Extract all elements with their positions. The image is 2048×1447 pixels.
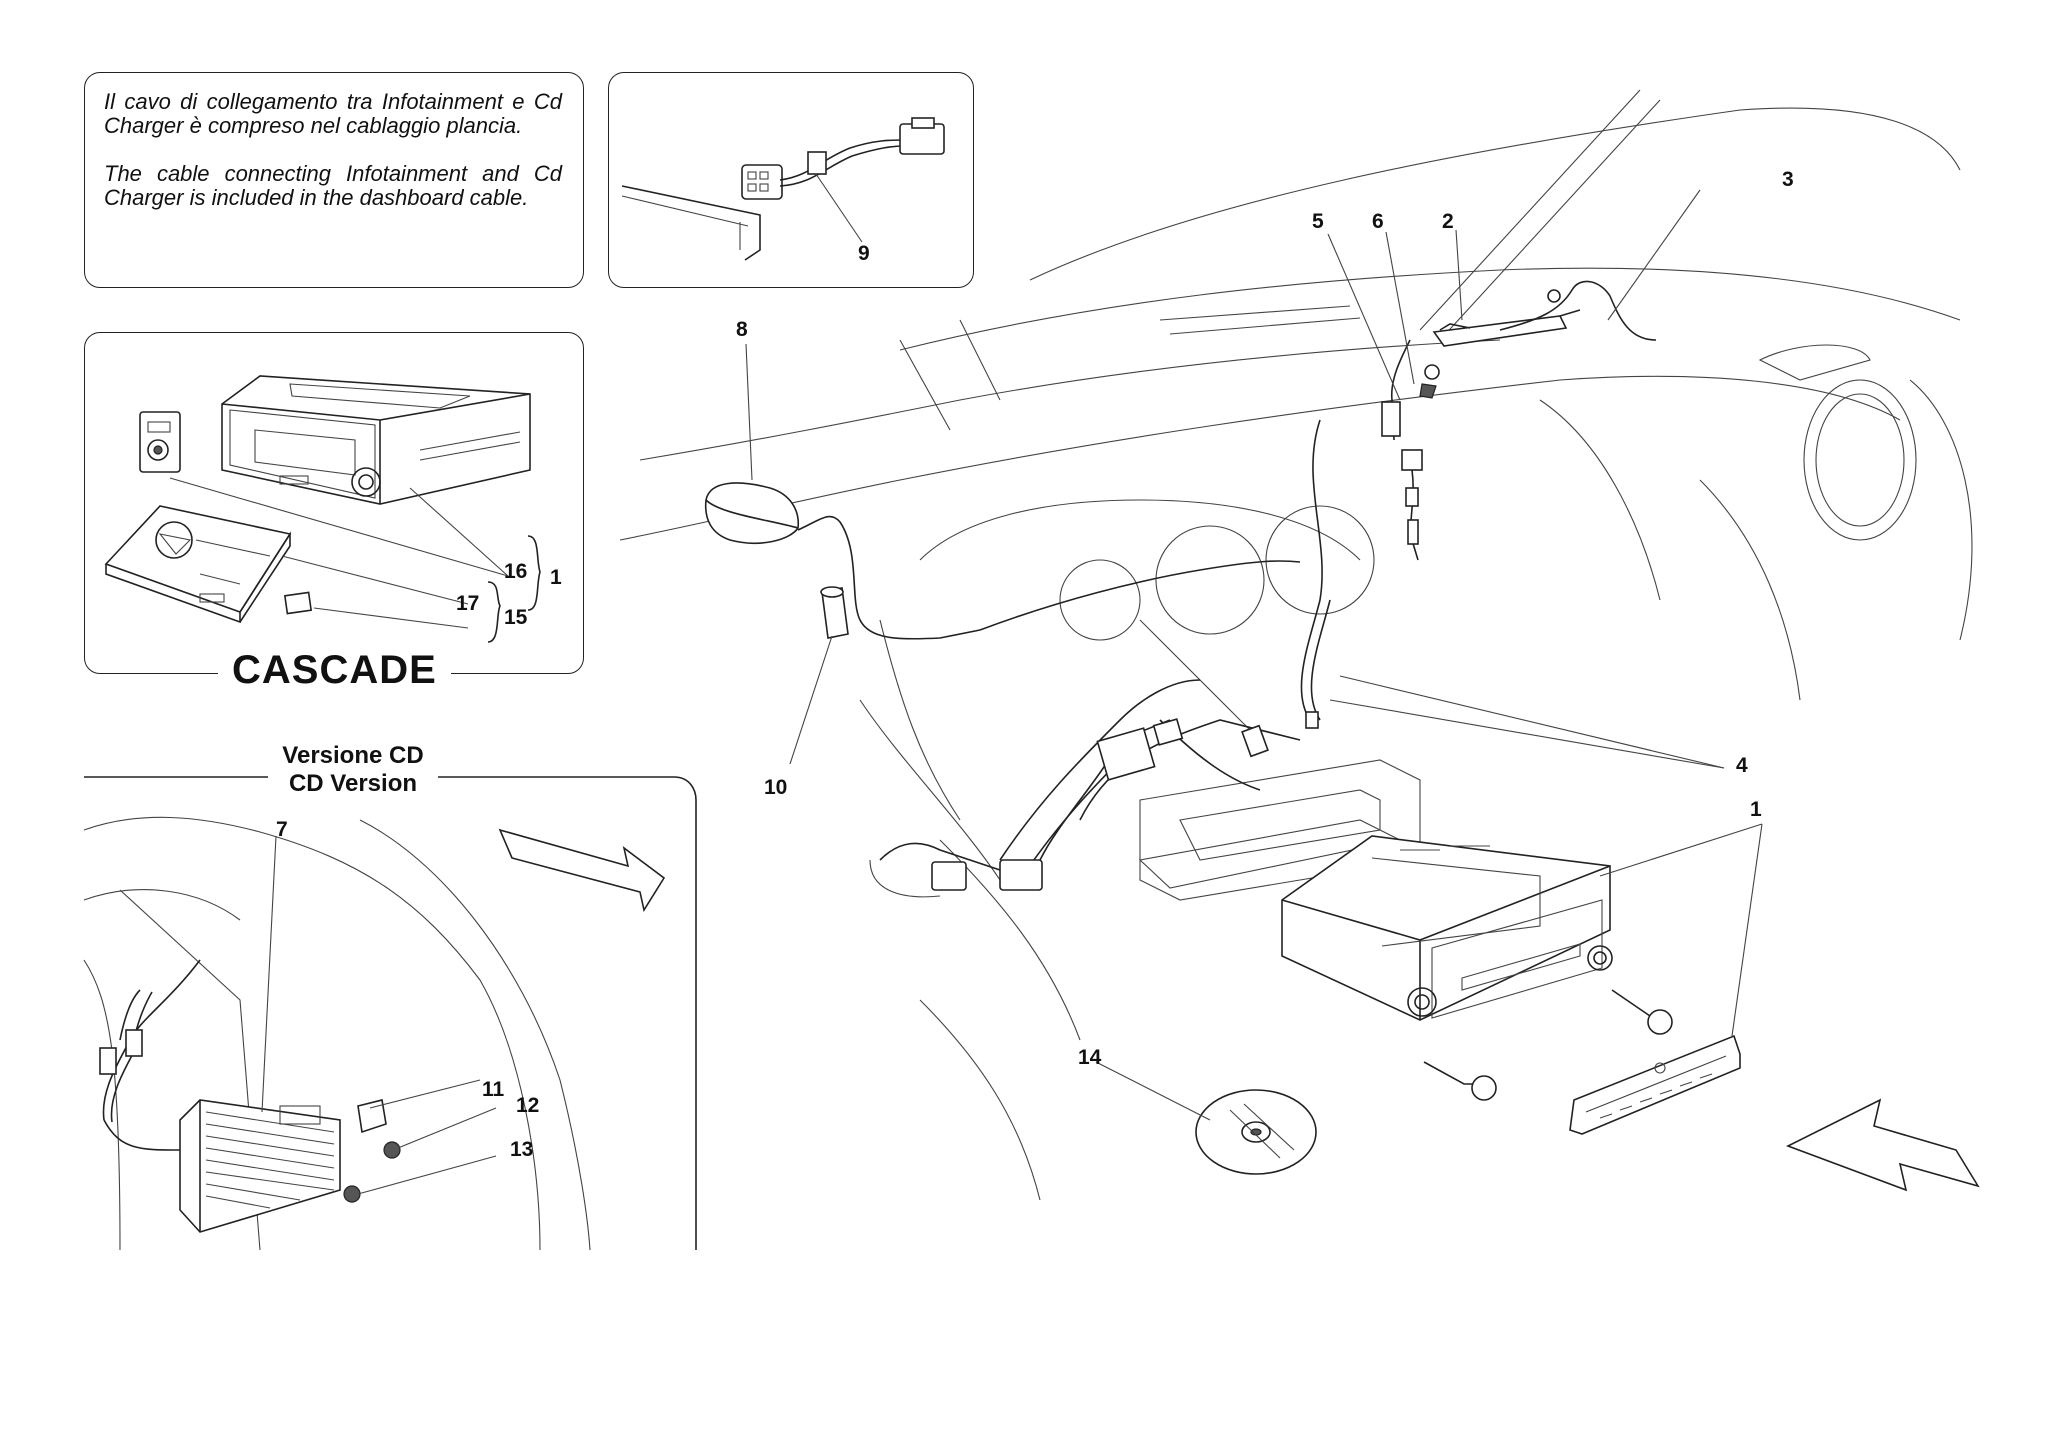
callout-17: 17 [456,592,480,615]
connector-female-plug [741,164,783,200]
note-italian: Il cavo di collegamento tra Infotainment… [104,89,562,138]
inset-cascade-units [104,375,541,643]
antenna-8 [704,482,1301,640]
control-key-16 [139,411,181,473]
bracket-11 [357,1099,387,1134]
faceplate-1 [1569,1034,1741,1135]
dashboard-assembly [619,89,1980,1201]
note-english: The cable connecting Infotainment and Cd… [104,161,562,210]
inset-connector-9 [621,117,945,261]
cd-version-line-en: CD Version [288,770,418,797]
callout-9: 9 [858,242,870,265]
callout-12: 12 [516,1094,540,1117]
cd-changer-17 [104,505,292,624]
callout-1: 1 [1750,798,1762,821]
antenna-connector-5-6 [1381,339,1440,561]
callout-16: 16 [504,560,528,583]
notes-frame [84,72,584,288]
infotainment-unit [221,375,531,505]
roof-antenna-2 [1432,280,1657,347]
notes-text: Il cavo di collegamento tra Infotainment… [104,90,562,234]
callout-8: 8 [736,318,748,341]
callout-14: 14 [1078,1046,1102,1069]
callout-7: 7 [276,818,288,841]
infotainment-unit-1 [1281,835,1613,1021]
wiring-plug-left [931,859,1043,891]
nut-13 [343,1185,361,1203]
cascade-title: CASCADE [218,648,451,693]
removal-key [1423,989,1673,1101]
callout-2: 2 [1442,210,1454,233]
callout-6: 6 [1372,210,1384,233]
direction-arrow-main [1785,1098,1980,1192]
callout-11: 11 [482,1078,505,1101]
connector-male-plug [899,117,945,155]
cd-disc-14 [1195,1089,1317,1175]
cd-version-trunk [83,776,697,1251]
callout-1-inset: 1 [550,566,562,589]
callout-10: 10 [764,776,788,799]
direction-arrow-trunk [498,828,666,913]
callout-5: 5 [1312,210,1324,233]
connector-inset-frame [608,72,974,288]
grommet-10 [820,586,849,639]
cd-version-title: Versione CD CD Version [268,742,438,798]
bolt-12 [383,1141,401,1159]
cd-version-line-it: Versione CD [282,742,424,769]
callout-15: 15 [504,606,528,629]
callout-13: 13 [510,1138,534,1161]
card-15 [283,591,313,615]
callout-4: 4 [1736,754,1748,777]
cd-changer-unit-7 [179,1099,341,1233]
callout-3: 3 [1782,168,1794,191]
